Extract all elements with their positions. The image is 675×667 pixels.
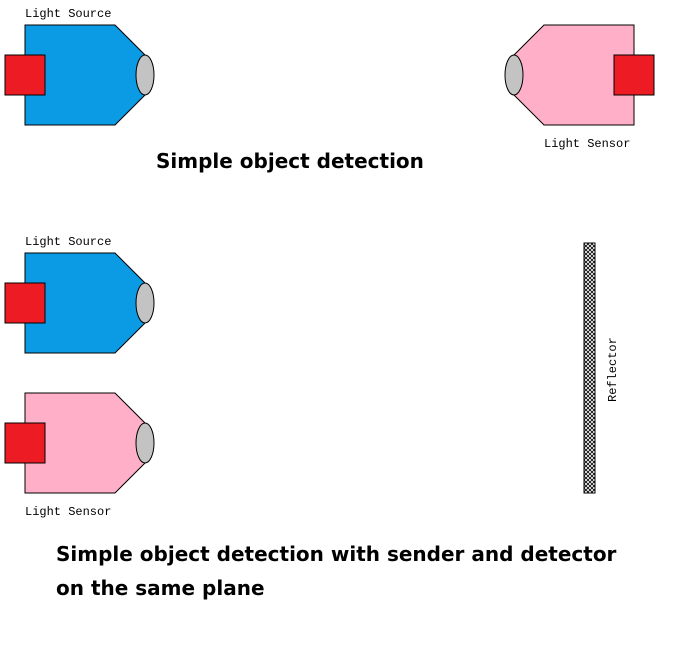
light-source-label-2: Light Source (25, 235, 111, 249)
light-source-device (4, 24, 155, 126)
light-source-label: Light Source (25, 7, 111, 21)
light-source-base (4, 54, 46, 96)
light-sensor-device-2 (4, 392, 155, 494)
light-sensor-base (613, 54, 655, 96)
light-source-device-2 (4, 252, 155, 354)
light-sensor-device (504, 24, 655, 126)
caption-same-plane-line1: Simple object detection with sender and … (56, 542, 617, 566)
light-sensor-lens-2 (135, 422, 155, 464)
light-sensor-base-2 (4, 422, 46, 464)
caption-simple-detection: Simple object detection (156, 149, 424, 173)
caption-same-plane-line2: on the same plane (56, 576, 265, 600)
light-source-lens (135, 54, 155, 96)
light-sensor-label-2: Light Sensor (25, 505, 111, 519)
light-sensor-label: Light Sensor (544, 137, 630, 151)
reflector-label: Reflector (606, 337, 620, 402)
reflector (583, 242, 596, 494)
light-source-lens-2 (135, 282, 155, 324)
light-source-base-2 (4, 282, 46, 324)
light-sensor-lens (504, 54, 524, 96)
